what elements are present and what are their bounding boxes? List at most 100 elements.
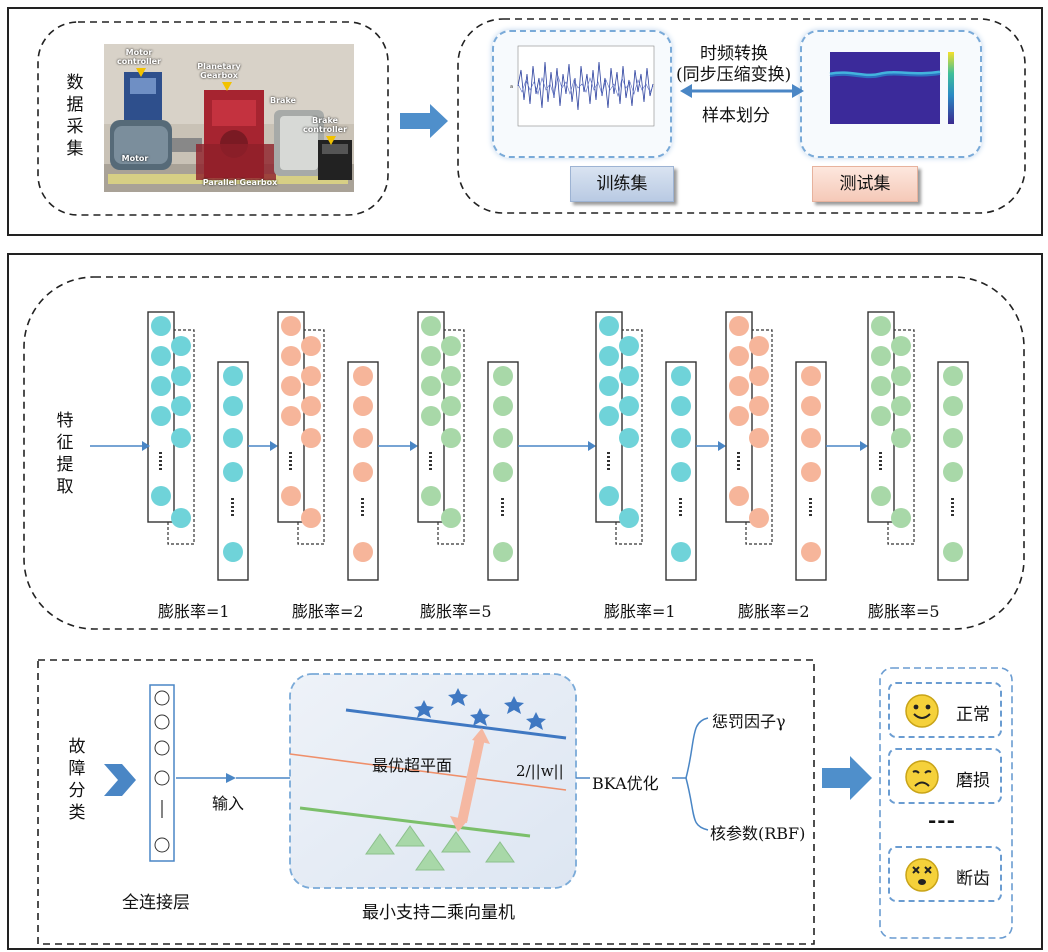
neuron (151, 376, 171, 396)
neuron (619, 366, 639, 386)
ellipsis-dot (679, 510, 682, 512)
ellipsis-dot (607, 452, 610, 454)
neuron (891, 336, 911, 356)
data-collection-outline (37, 18, 1026, 216)
arrow-head (410, 441, 418, 451)
neuron (301, 396, 321, 416)
ellipsis-dot (231, 498, 234, 500)
ellipsis-dot (159, 460, 162, 462)
neuron (421, 406, 441, 426)
neuron (171, 508, 191, 528)
neuron (441, 396, 461, 416)
arrow-head (142, 441, 150, 451)
ellipsis-dot (501, 514, 504, 516)
neuron (871, 346, 891, 366)
neuron (801, 542, 821, 562)
neuron (599, 486, 619, 506)
neuron (749, 428, 769, 448)
neuron (599, 316, 619, 336)
neuron (749, 508, 769, 528)
ellipsis-dot (809, 510, 812, 512)
ellipsis-dot (737, 456, 740, 458)
ellipsis-dot (951, 502, 954, 504)
arrow-head (588, 441, 596, 451)
hyperplane-label: 最优超平面 (372, 756, 453, 775)
ellipsis-dot (737, 452, 740, 454)
test-set-box: 测试集 (812, 166, 918, 202)
planetary-gearbox-label: Planetary Gearbox (197, 62, 241, 80)
neuron (223, 396, 243, 416)
neuron (223, 428, 243, 448)
neuron (891, 366, 911, 386)
ellipsis-dot (501, 510, 504, 512)
ellipsis-dot (231, 506, 234, 508)
lssvm-label: 最小支持二乘向量机 (362, 903, 515, 923)
neuron (421, 486, 441, 506)
ellipsis-dot (429, 468, 432, 470)
motor-controller-pointer (136, 68, 146, 77)
ellipsis-dot (679, 506, 682, 508)
ellipsis-dot (289, 456, 292, 458)
neuron (301, 336, 321, 356)
neuron (493, 542, 513, 562)
ellipsis-dot (361, 502, 364, 504)
ellipsis-dot (361, 510, 364, 512)
neuron (151, 346, 171, 366)
neuron (353, 542, 373, 562)
brake-controller-label: Brake controller (302, 116, 348, 134)
feature-extraction-label: 特征提取 (56, 411, 74, 497)
ellipsis-dot (879, 468, 882, 470)
motor-label: Motor (121, 154, 149, 163)
ellipsis-dot (679, 498, 682, 500)
ellipsis-dot (289, 468, 292, 470)
neuron (671, 428, 691, 448)
neuron (891, 428, 911, 448)
sad-face-icon (905, 760, 939, 794)
neuron (301, 508, 321, 528)
neuron (281, 316, 301, 336)
test-set-label: 测试集 (839, 174, 891, 194)
status-card-normal: 正常 (888, 682, 1002, 738)
ellipsis-dot (951, 514, 954, 516)
train-set-box: 训练集 (570, 166, 674, 202)
neuron (671, 542, 691, 562)
neuron (729, 376, 749, 396)
neuron (441, 508, 461, 528)
brake-controller-pointer (326, 136, 336, 145)
flow-arrow-right (400, 104, 448, 138)
dizzy-face-icon (905, 858, 939, 892)
arrow-head (718, 441, 726, 451)
status-broken-tooth-label: 断齿 (956, 869, 990, 889)
neuron (729, 406, 749, 426)
neuron (421, 346, 441, 366)
neuron (749, 366, 769, 386)
dilation-rate-label: 膨胀率=5 (868, 602, 940, 621)
ellipsis-dot (231, 514, 234, 516)
dilation-rate-label: 膨胀率=5 (420, 602, 492, 621)
neuron (281, 406, 301, 426)
neuron (281, 376, 301, 396)
status-wear-label: 磨损 (956, 771, 990, 791)
svg-text:a: a (510, 84, 513, 90)
ellipsis-dot (361, 498, 364, 500)
test-rig-photo: Motor controller Planetary Gearbox Brake… (104, 44, 354, 192)
neuron (171, 366, 191, 386)
dilation-rate-label: 膨胀率=1 (604, 602, 676, 621)
ellipsis-dot (951, 510, 954, 512)
neuron (599, 346, 619, 366)
ellipsis-dot (879, 460, 882, 462)
ellipsis-dot (289, 464, 292, 466)
ellipsis-dot (231, 502, 234, 504)
neuron (493, 366, 513, 386)
planetary-gearbox-pointer (222, 82, 232, 91)
neuron (871, 486, 891, 506)
neuron (223, 366, 243, 386)
fault-classification-label: 故障分类 (68, 737, 86, 823)
transform-label: 时频转换 (700, 44, 768, 64)
neuron (619, 428, 639, 448)
ellipsis-dot (679, 514, 682, 516)
ellipsis-dot (737, 468, 740, 470)
sample-split-label: 样本划分 (702, 106, 770, 126)
ellipsis-dot (879, 452, 882, 454)
